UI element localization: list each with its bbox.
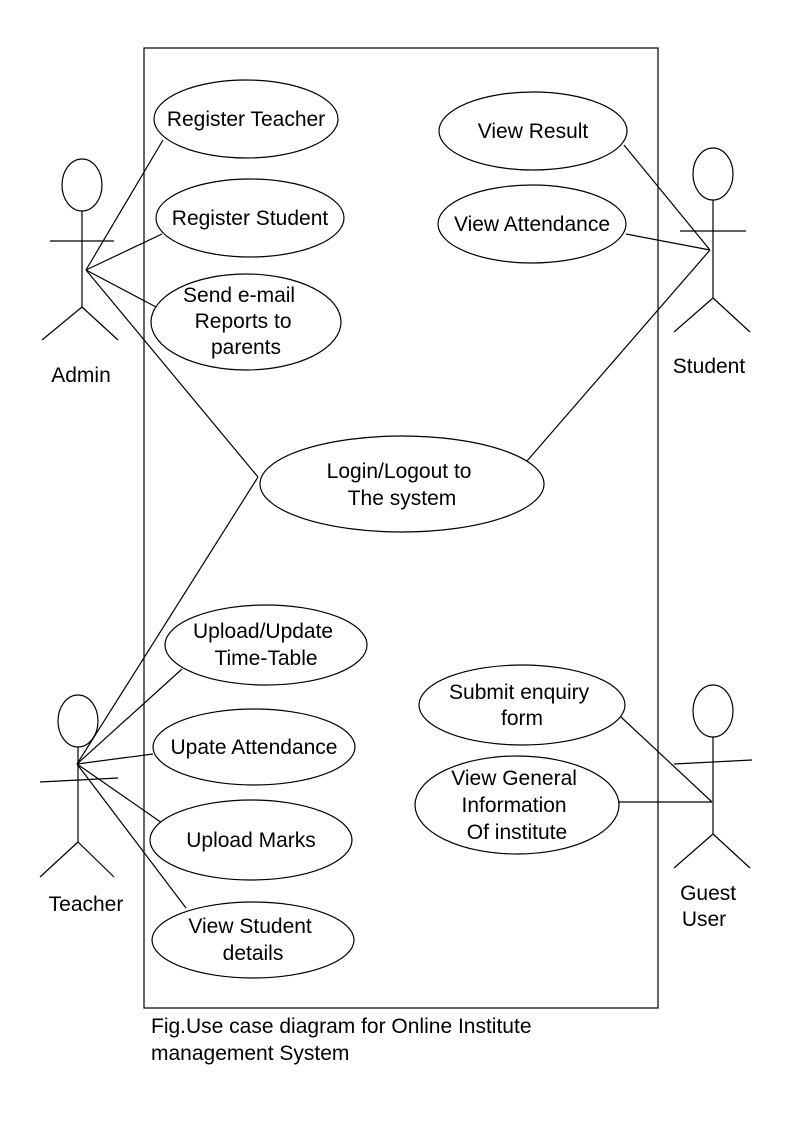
use-case-label: View Attendance	[454, 213, 610, 236]
use-case-login-logout: Login/Logout to The system	[259, 435, 545, 533]
use-case-label: View Result	[478, 120, 589, 143]
use-case-view-general-info: View General Information Of institute	[414, 755, 620, 855]
system-boundary	[143, 47, 659, 1009]
actor-label: Admin	[51, 364, 111, 387]
assoc-teacher-update-attendance	[76, 753, 154, 765]
assoc-guest-submit-enquiry	[620, 716, 713, 803]
caption-line: Fig.Use case diagram for Online Institut…	[151, 1015, 532, 1038]
actor-guest-user: Guest User	[673, 684, 753, 931]
actor-admin: Admin	[41, 158, 119, 387]
assoc-student-view-attendance	[625, 233, 711, 251]
use-case-label: Register Teacher	[167, 108, 325, 131]
use-case-send-email-reports: Send e-mail Reports to parents	[150, 273, 342, 371]
assoc-admin-login	[85, 269, 259, 478]
assoc-student-view-result	[623, 144, 711, 251]
use-case-register-student: Register Student	[155, 178, 345, 258]
actor-label: Guest User	[680, 882, 742, 931]
assoc-teacher-upload-marks	[76, 763, 163, 824]
use-case-label: Send e-mail Reports to parents	[183, 284, 301, 359]
use-case-view-student-details: View Student details	[151, 901, 355, 979]
actor-label: Teacher	[49, 893, 124, 916]
use-case-label: View General Information Of institute	[451, 767, 583, 844]
assoc-teacher-view-student-details	[76, 763, 187, 909]
actor-head	[692, 684, 734, 738]
use-case-label: Upload Marks	[186, 829, 316, 852]
use-case-view-attendance: View Attendance	[437, 184, 627, 264]
use-case-label: Upload/Update Time-Table	[193, 620, 339, 670]
assoc-admin-register-student	[85, 233, 163, 271]
use-case-submit-enquiry: Submit enquiry form	[418, 664, 626, 746]
use-case-label: Register Student	[172, 207, 329, 230]
use-case-upload-timetable: Upload/Update Time-Table	[164, 604, 368, 686]
use-case-upload-marks: Upload Marks	[149, 799, 353, 881]
actor-head	[57, 694, 99, 748]
assoc-admin-send-email	[85, 269, 159, 309]
assoc-admin-register-teacher	[85, 139, 164, 271]
assoc-student-login	[526, 249, 711, 462]
actor-teacher: Teacher	[39, 694, 124, 916]
assoc-teacher-login	[76, 476, 259, 765]
use-case-view-result: View Result	[438, 91, 628, 171]
use-case-register-teacher: Register Teacher	[153, 79, 339, 159]
actor-head	[61, 158, 103, 212]
actor-label: Student	[673, 355, 746, 378]
actor-head	[692, 147, 734, 201]
use-case-label: View Student details	[188, 915, 317, 965]
figure-caption: Fig.Use case diagram for Online Institut…	[151, 1013, 711, 1067]
associations	[76, 139, 713, 909]
assoc-teacher-upload-timetable	[76, 668, 183, 765]
use-case-label: Login/Logout to The system	[327, 460, 478, 510]
use-case-label: Upate Attendance	[171, 736, 338, 759]
caption-line: management System	[151, 1042, 350, 1065]
use-case-label: Submit enquiry form	[449, 681, 595, 730]
actor-student: Student	[673, 147, 751, 378]
use-case-update-attendance: Upate Attendance	[152, 708, 356, 786]
